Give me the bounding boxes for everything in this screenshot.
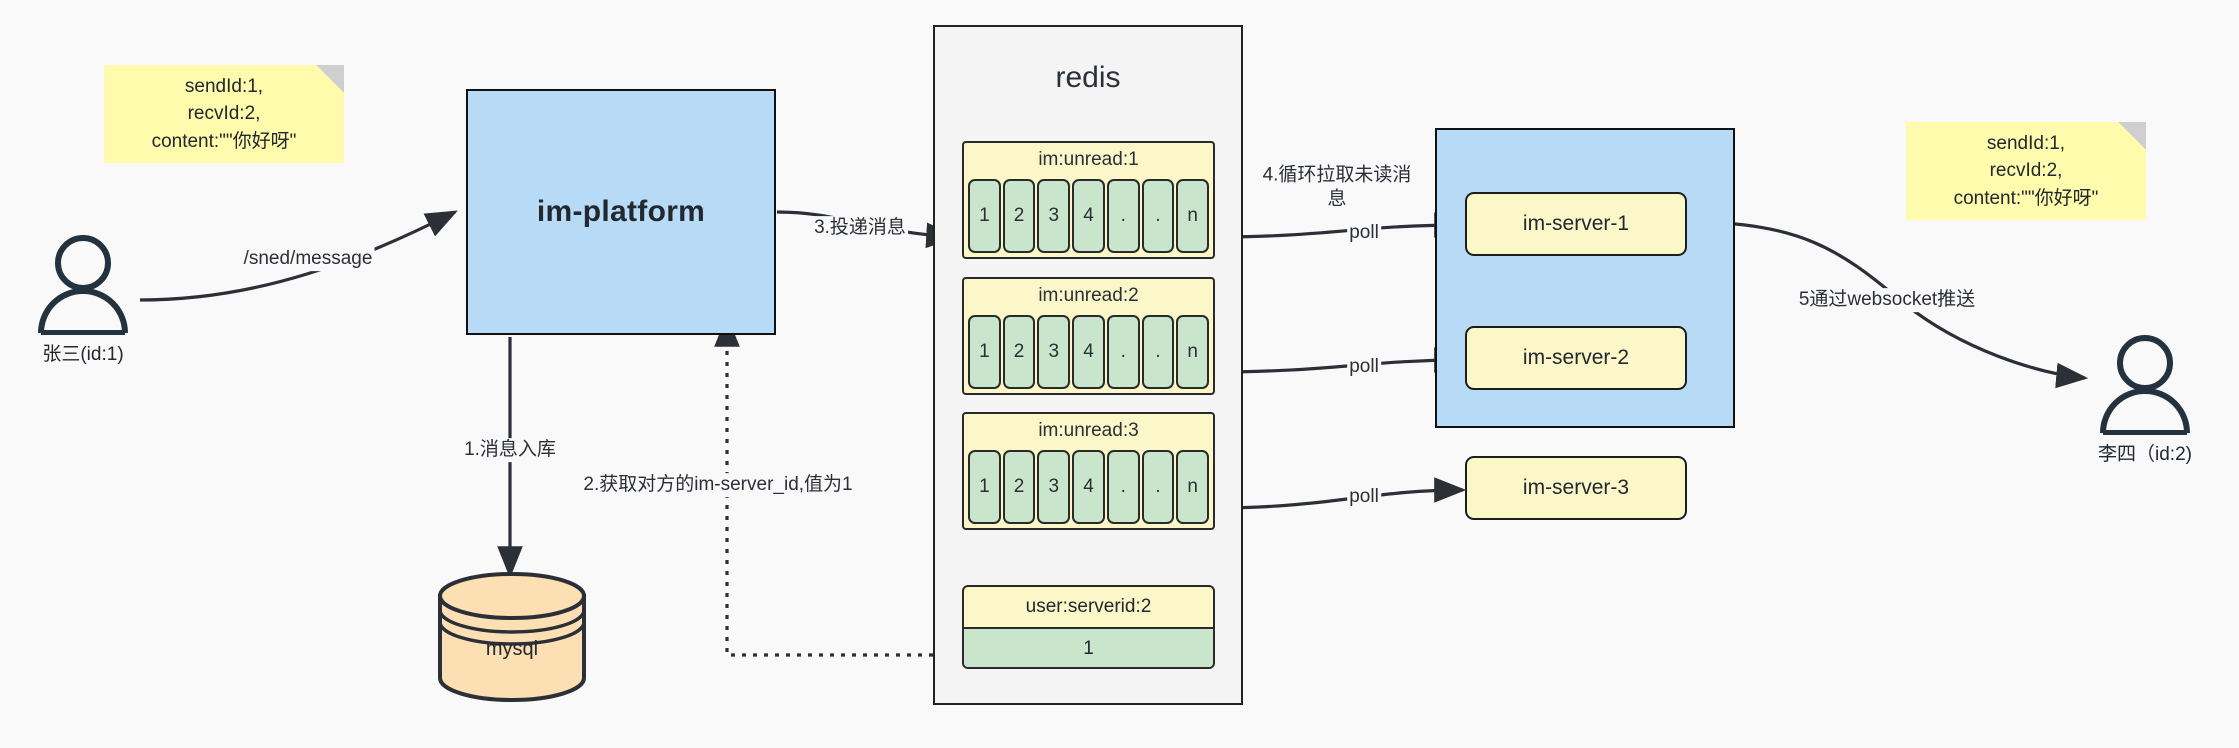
im-platform-label: im-platform bbox=[536, 195, 706, 228]
edge-list3-to-server3 bbox=[1212, 477, 1467, 510]
redis-container: redis im:unread:1 1 2 3 4 . . n im:unrea… bbox=[933, 25, 1243, 705]
mysql-database[interactable]: mysql bbox=[432, 570, 592, 705]
list-cell: n bbox=[1176, 315, 1210, 389]
note-right: sendId:1, recvId:2, content:""你好呀" bbox=[1906, 122, 2146, 220]
im-platform-box[interactable]: im-platform bbox=[466, 89, 776, 335]
edge-label-step3: 3.投递消息 bbox=[812, 216, 908, 240]
im-server-cluster-panel: im-server-1 im-server-2 im-server-3 bbox=[1435, 128, 1735, 520]
redis-kv-value: 1 bbox=[964, 627, 1213, 667]
redis-list-3-key: im:unread:3 bbox=[1038, 420, 1139, 441]
list-cell: . bbox=[1106, 450, 1140, 524]
note-fold-icon bbox=[2118, 122, 2146, 150]
user-icon bbox=[38, 235, 128, 336]
list-cell: . bbox=[1141, 450, 1175, 524]
edge-label-poll-1: poll bbox=[1347, 221, 1381, 245]
list-cell: n bbox=[1176, 450, 1210, 524]
redis-list-2-key: im:unread:2 bbox=[1038, 285, 1139, 306]
edge-label-step4: 4.循环拉取未读消 息 bbox=[1250, 163, 1424, 211]
mysql-label: mysql bbox=[485, 638, 539, 660]
list-cell: 2 bbox=[1002, 315, 1036, 389]
actor-sender-label: 张三(id:1) bbox=[42, 344, 124, 365]
note-fold-icon bbox=[316, 65, 344, 93]
list-cell: 2 bbox=[1002, 450, 1036, 524]
im-server-2-box[interactable]: im-server-2 bbox=[1465, 326, 1687, 390]
edge-label-send-message: /sned/message bbox=[241, 247, 375, 271]
list-cell: 3 bbox=[1037, 315, 1071, 389]
edge-label-step1: 1.消息入库 bbox=[462, 438, 558, 462]
list-cell: 3 bbox=[1037, 450, 1071, 524]
redis-list-im-unread-1[interactable]: im:unread:1 1 2 3 4 . . n bbox=[962, 141, 1215, 259]
note-left-text: sendId:1, recvId:2, content:""你好呀" bbox=[151, 75, 297, 152]
redis-list-im-unread-3[interactable]: im:unread:3 1 2 3 4 . . n bbox=[962, 412, 1215, 530]
redis-kv-key: user:serverid:2 bbox=[1025, 596, 1152, 617]
redis-list-im-unread-2[interactable]: im:unread:2 1 2 3 4 . . n bbox=[962, 277, 1215, 395]
im-server-3-box[interactable]: im-server-3 bbox=[1465, 456, 1687, 520]
edge-list1-to-server1 bbox=[1212, 212, 1467, 239]
im-server-1-label: im-server-1 bbox=[1522, 212, 1630, 235]
list-cell: 2 bbox=[1002, 179, 1036, 253]
redis-list-1-key: im:unread:1 bbox=[1038, 149, 1139, 170]
note-left: sendId:1, recvId:2, content:""你好呀" bbox=[104, 65, 344, 163]
list-cell: n bbox=[1176, 179, 1210, 253]
list-cell: . bbox=[1106, 315, 1140, 389]
list-cell: . bbox=[1106, 179, 1140, 253]
list-cell: . bbox=[1141, 315, 1175, 389]
edge-label-step2: 2.获取对方的im-server_id,值为1 bbox=[581, 473, 855, 497]
list-cell: 4 bbox=[1072, 179, 1105, 253]
list-cell: 3 bbox=[1037, 179, 1071, 253]
im-server-3-label: im-server-3 bbox=[1522, 476, 1630, 499]
actor-receiver-label: 李四（id:2) bbox=[2098, 444, 2192, 465]
edge-label-step5: 5通过websocket推送 bbox=[1796, 288, 1978, 312]
user-icon bbox=[2100, 335, 2190, 436]
im-server-2-label: im-server-2 bbox=[1522, 346, 1630, 369]
list-cell: 4 bbox=[1072, 315, 1105, 389]
redis-title: redis bbox=[1055, 61, 1121, 94]
note-right-text: sendId:1, recvId:2, content:""你好呀" bbox=[1953, 132, 2099, 209]
actor-sender: 张三(id:1) bbox=[28, 235, 138, 365]
edge-list2-to-server2 bbox=[1212, 347, 1467, 374]
list-cell: 1 bbox=[968, 315, 1001, 389]
list-cell: 1 bbox=[968, 450, 1001, 524]
edge-label-poll-3: poll bbox=[1347, 485, 1381, 509]
list-cell: 1 bbox=[968, 179, 1001, 253]
im-server-1-box[interactable]: im-server-1 bbox=[1465, 192, 1687, 256]
actor-receiver: 李四（id:2) bbox=[2090, 335, 2200, 465]
database-cylinder-icon bbox=[438, 572, 586, 702]
list-cell: 4 bbox=[1072, 450, 1105, 524]
edge-label-poll-2: poll bbox=[1347, 355, 1381, 379]
redis-kv-user-serverid[interactable]: user:serverid:2 1 bbox=[962, 585, 1215, 669]
list-cell: . bbox=[1141, 179, 1175, 253]
